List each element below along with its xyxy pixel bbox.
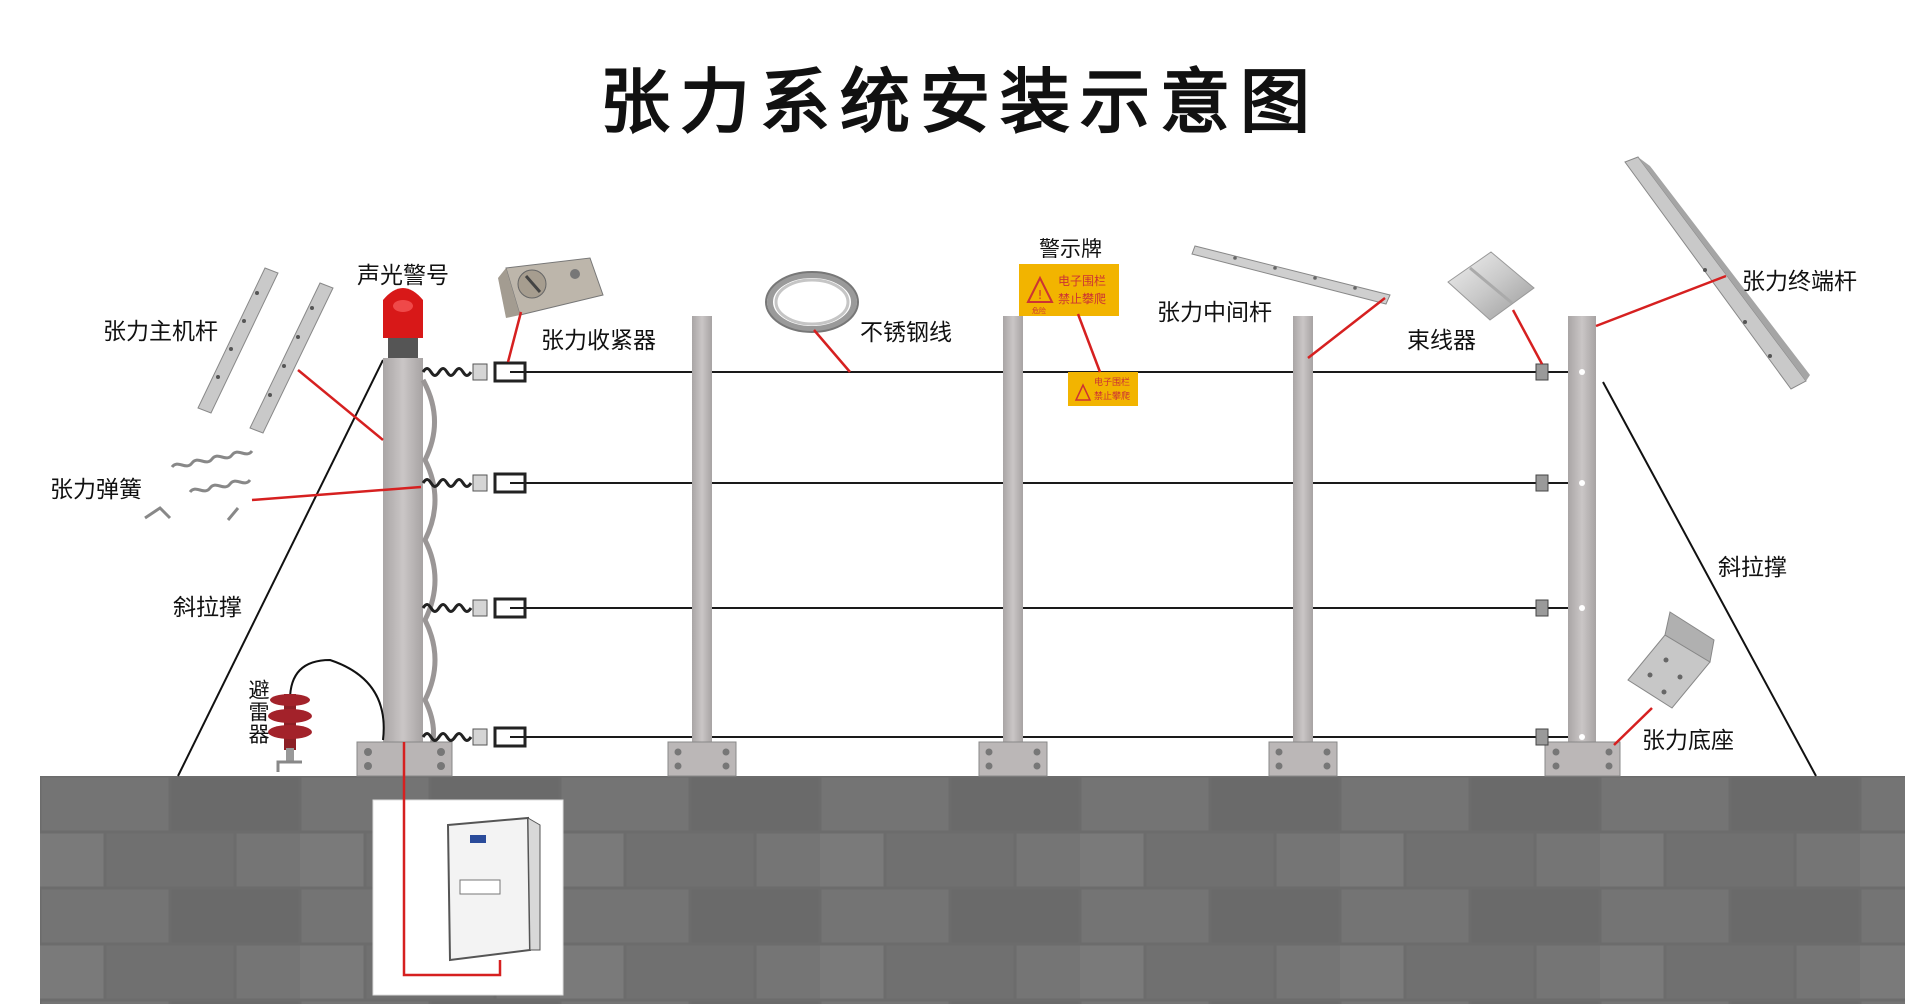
sign-large-badge: 危险 bbox=[1032, 306, 1046, 315]
brick-wall bbox=[40, 776, 1905, 1004]
label-diagonal-brace-left: 斜拉撑 bbox=[173, 595, 242, 621]
label-terminal-pole: 张力终端杆 bbox=[1742, 269, 1857, 295]
sign-small-line1: 电子围栏 bbox=[1094, 376, 1130, 388]
main-pole bbox=[356, 358, 453, 777]
label-warning-sign: 警示牌 bbox=[1039, 237, 1102, 261]
label-alarm-light: 声光警号 bbox=[357, 263, 449, 289]
label-base: 张力底座 bbox=[1642, 728, 1734, 754]
leader-lines bbox=[251, 274, 1727, 977]
label-diagonal-brace-right: 斜拉撑 bbox=[1718, 555, 1787, 581]
fence-wires bbox=[510, 371, 1585, 738]
wire-bundler-product-icon bbox=[1447, 251, 1535, 321]
terminal-pole-product-icon bbox=[1624, 156, 1810, 390]
warning-sign-on-fence: 电子围栏 禁止攀爬 bbox=[1068, 372, 1138, 406]
svg-text:!: ! bbox=[1038, 288, 1043, 302]
lightning-arrester-icon bbox=[268, 658, 385, 772]
intermediate-pole-1 bbox=[667, 316, 737, 777]
intermediate-pole-product-icon bbox=[1191, 245, 1391, 305]
intermediate-pole-2 bbox=[978, 316, 1048, 777]
stainless-wire-coil-icon bbox=[765, 271, 859, 333]
tensioner-product-icon bbox=[498, 257, 604, 318]
label-tensioner: 张力收紧器 bbox=[541, 328, 656, 354]
diagram-title: 张力系统安装示意图 bbox=[600, 60, 1320, 143]
label-lightning-arrester: 避雷器 bbox=[246, 679, 270, 745]
sign-large-line1: 电子围栏 bbox=[1058, 273, 1106, 288]
sign-large-line2: 禁止攀爬 bbox=[1058, 292, 1106, 306]
diagonal-brace-left bbox=[177, 359, 384, 777]
label-wire-bundler: 束线器 bbox=[1407, 328, 1476, 354]
wire-bundlers bbox=[1535, 363, 1549, 746]
label-stainless-wire: 不锈钢线 bbox=[860, 320, 952, 346]
diagonal-brace-right bbox=[1602, 381, 1817, 777]
terminal-pole bbox=[1544, 316, 1621, 777]
intermediate-pole-3 bbox=[1268, 316, 1338, 777]
tension-springs bbox=[421, 361, 527, 748]
sign-small-line2: 禁止攀爬 bbox=[1094, 390, 1130, 402]
label-main-pole: 张力主机杆 bbox=[103, 319, 218, 345]
base-bracket-product-icon bbox=[1627, 611, 1715, 709]
warning-sign-product-icon: ! 电子围栏 禁止攀爬 危险 bbox=[1019, 264, 1119, 316]
controller-box bbox=[372, 799, 564, 996]
label-intermediate-pole: 张力中间杆 bbox=[1157, 300, 1272, 326]
label-tension-spring: 张力弹簧 bbox=[50, 477, 142, 503]
alarm-light-icon bbox=[383, 288, 423, 358]
tension-spring-product-icon bbox=[144, 449, 254, 521]
main-pole-product-icon bbox=[197, 267, 334, 434]
